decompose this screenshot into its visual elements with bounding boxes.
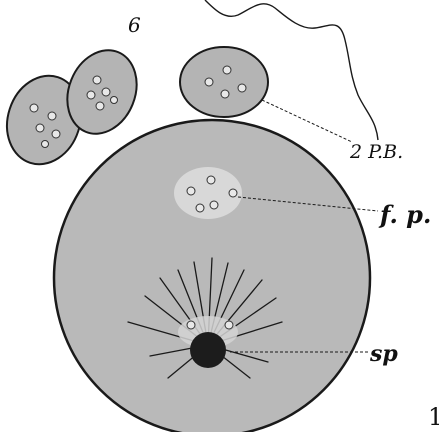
- sperm-label: sp: [369, 341, 398, 367]
- granule: [93, 76, 101, 84]
- granule: [36, 124, 44, 132]
- polar-body-right: [180, 47, 268, 117]
- granule: [42, 141, 49, 148]
- sperm-head: [190, 332, 226, 368]
- granule: [238, 84, 246, 92]
- granule: [87, 91, 95, 99]
- granule: [30, 104, 38, 112]
- granule: [96, 102, 104, 110]
- granule: [229, 189, 237, 197]
- figure-number: 6: [128, 13, 141, 37]
- centrosome-left: [187, 321, 195, 329]
- egg-cell: [54, 120, 370, 432]
- corner-mark: 1: [428, 403, 439, 431]
- granule: [196, 204, 204, 212]
- female-pronucleus-label: f. p.: [378, 200, 431, 229]
- granule: [210, 201, 218, 209]
- granule: [102, 88, 110, 96]
- granule: [207, 176, 215, 184]
- granule: [205, 78, 213, 86]
- granule: [223, 66, 231, 74]
- granule: [52, 130, 60, 138]
- female-pronucleus: [174, 167, 242, 219]
- granule: [187, 187, 195, 195]
- centrosome-right: [225, 321, 233, 329]
- granule: [111, 97, 118, 104]
- granule: [48, 112, 56, 120]
- granule: [221, 90, 229, 98]
- polar-bodies-label: 2 P.B.: [349, 141, 403, 163]
